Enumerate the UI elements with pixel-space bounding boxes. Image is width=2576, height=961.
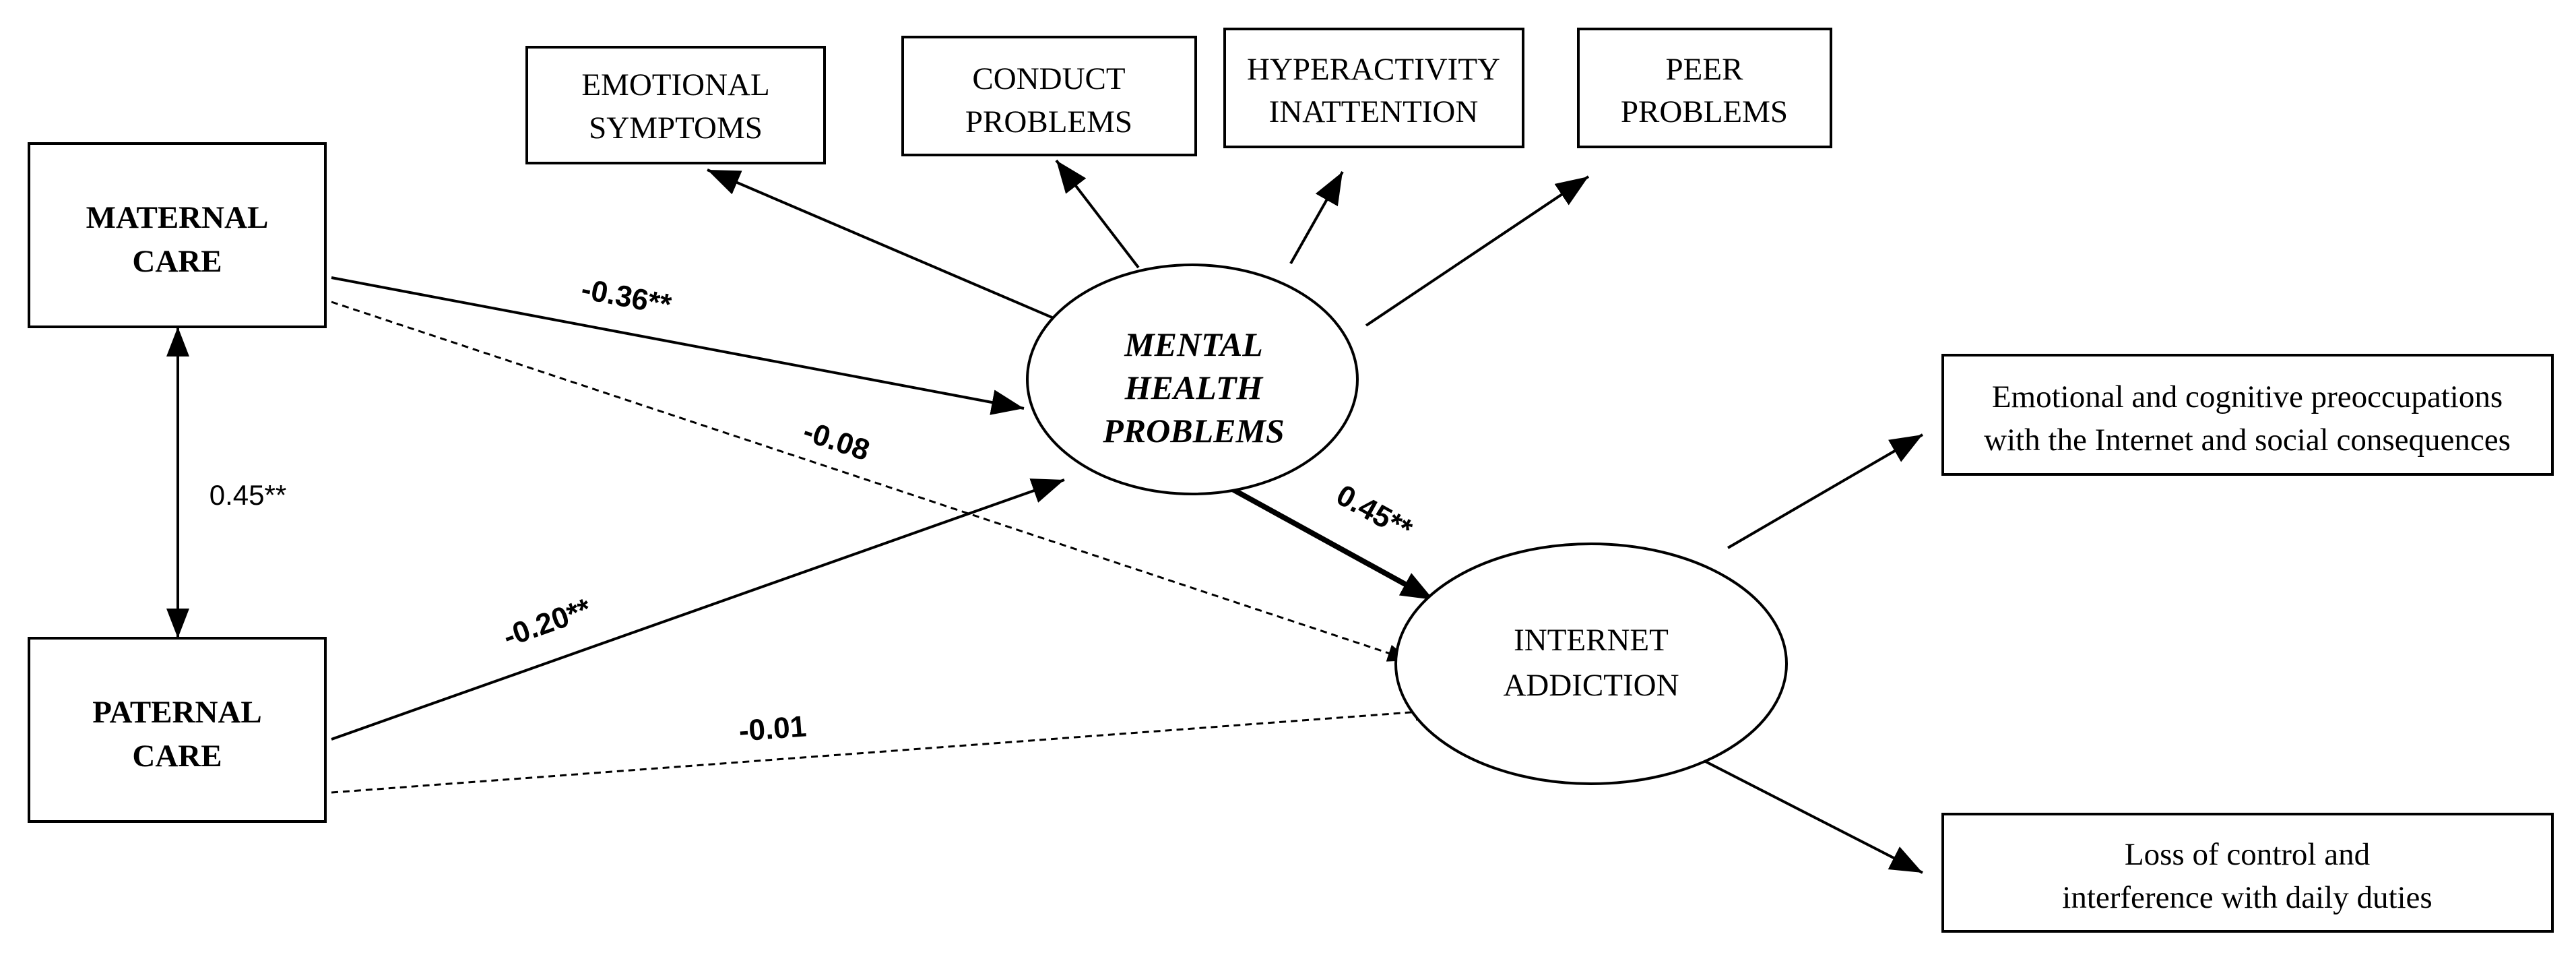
node-hyperactivity-inattention: HYPERACTIVITY INATTENTION — [1223, 28, 1524, 148]
node-preoccupations: Emotional and cognitive preoccupations w… — [1941, 354, 2554, 476]
node-maternal-care: MATERNAL CARE — [28, 142, 327, 328]
paternal-care-line-2: CARE — [132, 739, 222, 774]
edge-internet-to-preoccupations — [1727, 433, 1924, 549]
coef-paternal-internet: -0.01 — [738, 710, 808, 747]
coef-maternal-paternal: 0.45** — [210, 479, 286, 511]
node-loss-of-control: Loss of control and interference with da… — [1941, 813, 2554, 933]
internet-addiction-line-1: INTERNET — [1514, 623, 1669, 658]
edge-mental-to-internet — [1221, 481, 1435, 602]
peer-problems-line-1: PEER — [1666, 52, 1744, 87]
edge-mental-to-conduct-problems — [1055, 159, 1140, 269]
edge-mental-to-emotional-symptoms — [707, 168, 1064, 323]
edge-paternal-to-mental — [331, 478, 1065, 741]
conduct-problems-line-1: CONDUCT — [972, 61, 1125, 96]
maternal-care-line-2: CARE — [132, 244, 222, 279]
node-peer-problems: PEER PROBLEMS — [1577, 28, 1832, 148]
edge-maternal-to-internet — [331, 301, 1411, 662]
mental-health-line-2: HEALTH — [1124, 369, 1264, 406]
maternal-care-line-1: MATERNAL — [86, 200, 269, 235]
coef-maternal-internet: -0.08 — [799, 414, 874, 467]
node-emotional-symptoms: EMOTIONAL SYMPTOMS — [525, 46, 826, 164]
edge-internet-to-loss-of-control — [1698, 757, 1923, 874]
node-mental-health-problems: MENTAL HEALTH PROBLEMS — [1026, 264, 1359, 495]
coef-mental-internet: 0.45** — [1331, 478, 1418, 547]
coef-maternal-mental: -0.36** — [579, 272, 674, 321]
preoccupations-line-1: Emotional and cognitive preoccupations — [1992, 379, 2503, 414]
edge-paternal-to-internet — [331, 703, 1439, 794]
peer-problems-line-2: PROBLEMS — [1621, 94, 1788, 129]
preoccupations-line-2: with the Internet and social consequence… — [1984, 423, 2511, 458]
emotional-symptoms-line-1: EMOTIONAL — [581, 67, 769, 102]
node-conduct-problems: CONDUCT PROBLEMS — [901, 36, 1197, 156]
edge-mental-to-hyperactivity — [1289, 171, 1344, 264]
paternal-care-line-1: PATERNAL — [92, 695, 262, 730]
hyperactivity-line-1: HYPERACTIVITY — [1247, 52, 1500, 87]
edge-mental-to-peer-problems — [1365, 175, 1590, 327]
edge-maternal-to-mental — [331, 276, 1025, 415]
hyperactivity-line-2: INATTENTION — [1269, 94, 1479, 129]
loss-of-control-line-1: Loss of control and — [2125, 837, 2370, 872]
loss-of-control-line-2: interference with daily duties — [2062, 880, 2432, 915]
internet-addiction-line-2: ADDICTION — [1503, 668, 1679, 703]
node-internet-addiction: INTERNET ADDICTION — [1394, 542, 1788, 785]
mental-health-line-1: MENTAL — [1124, 326, 1263, 363]
emotional-symptoms-line-2: SYMPTOMS — [589, 111, 763, 146]
mental-health-line-3: PROBLEMS — [1102, 412, 1285, 450]
node-paternal-care: PATERNAL CARE — [28, 637, 327, 823]
conduct-problems-line-2: PROBLEMS — [965, 104, 1132, 140]
coef-paternal-mental: -0.20** — [499, 592, 596, 653]
